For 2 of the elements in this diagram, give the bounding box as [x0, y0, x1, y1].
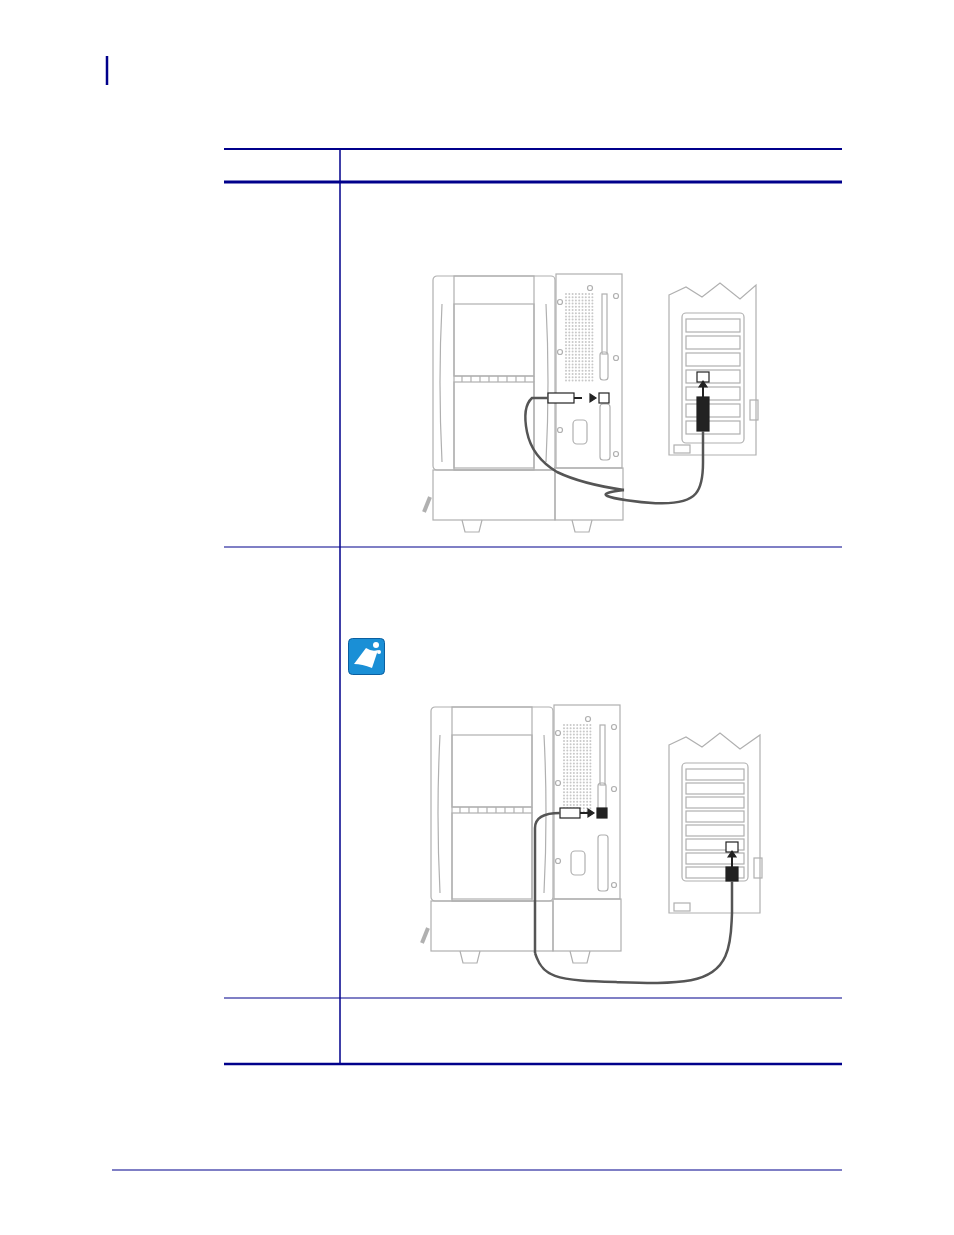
cable — [533, 912, 734, 985]
cable — [605, 455, 705, 505]
